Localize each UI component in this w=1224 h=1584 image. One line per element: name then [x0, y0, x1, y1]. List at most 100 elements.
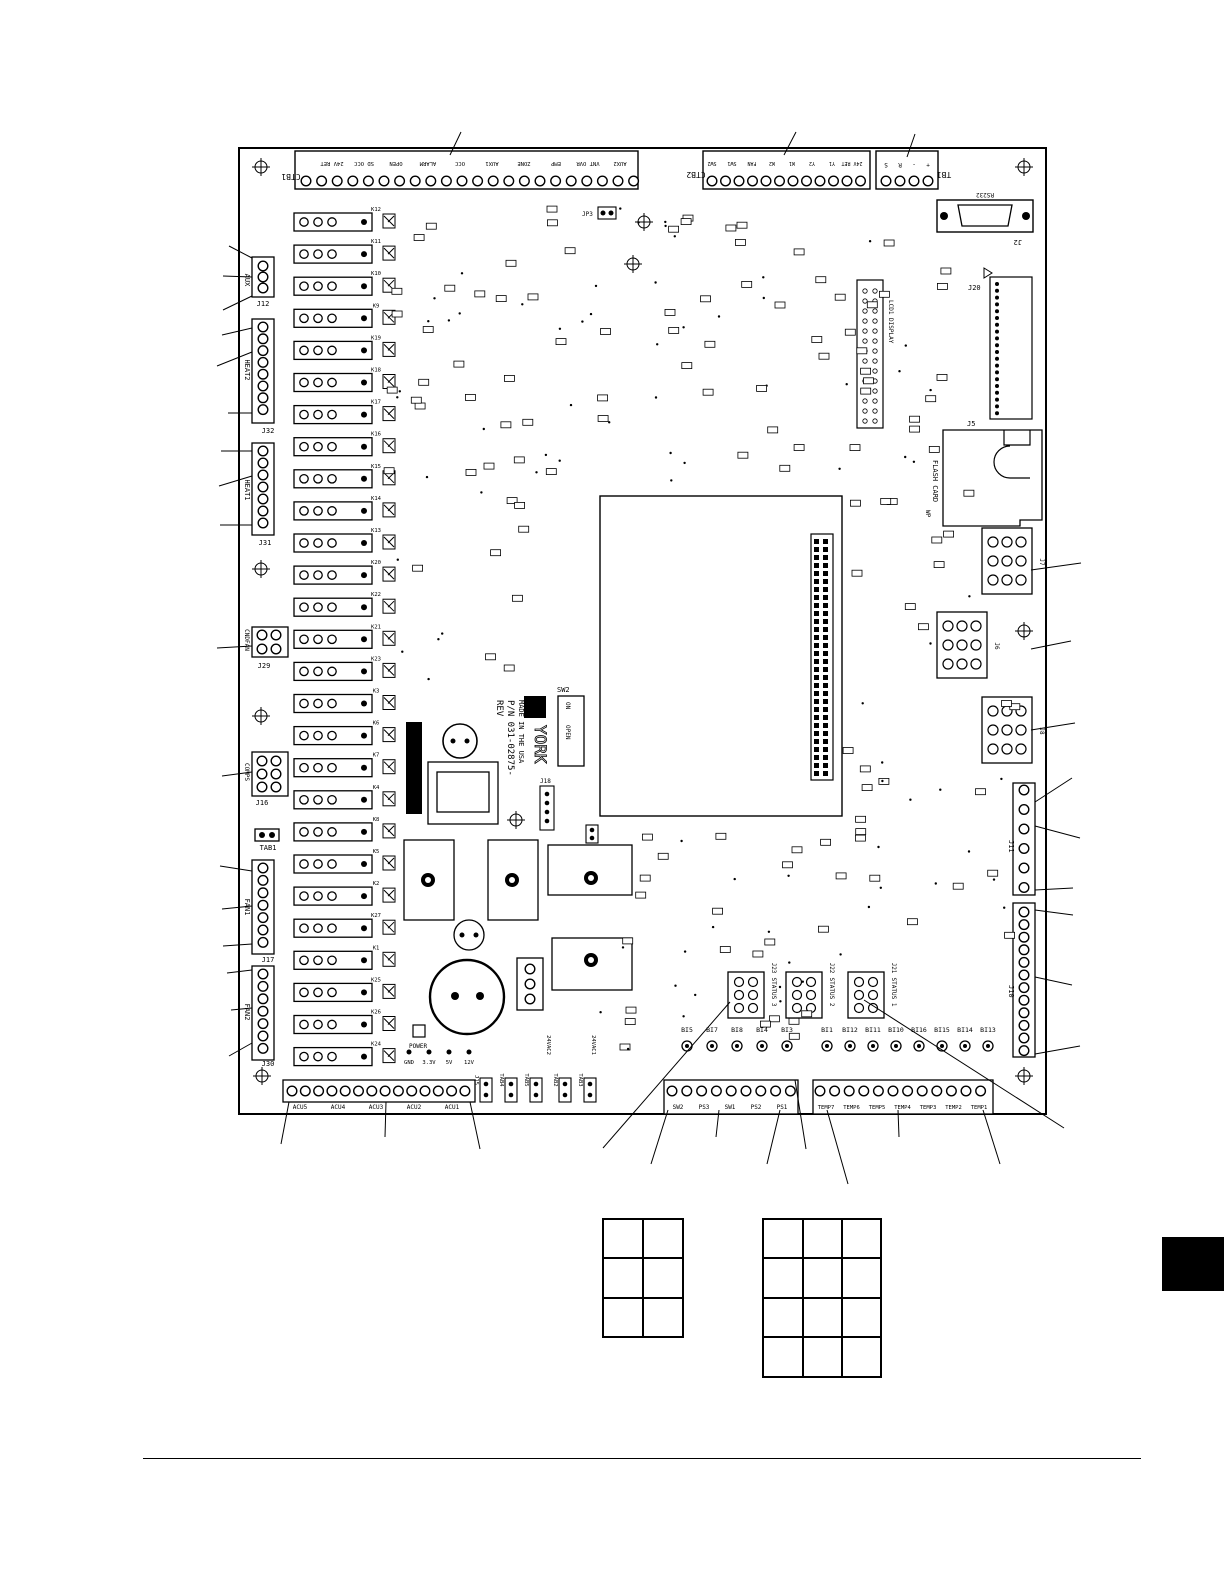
j20-pin — [995, 404, 999, 409]
tab-label: J15 — [473, 1075, 479, 1085]
j20-pin — [995, 377, 999, 382]
header-pin — [823, 643, 828, 648]
via — [861, 702, 864, 705]
tab-connector — [583, 1077, 597, 1103]
ctb1-terminal-label: EMP — [550, 160, 561, 166]
bi-led — [756, 1040, 768, 1052]
smd-part — [715, 832, 727, 840]
via — [939, 788, 942, 791]
smd-part — [851, 569, 863, 577]
smd-part — [764, 938, 776, 946]
smd-part — [975, 788, 986, 796]
header-pin — [814, 539, 819, 544]
smd-part — [680, 218, 692, 226]
sensor-pin — [987, 743, 999, 755]
relay-label: K23 — [371, 656, 381, 662]
via — [929, 388, 932, 392]
terminal-screw — [257, 1018, 269, 1030]
temp-label: TEMP7 — [818, 1105, 835, 1111]
york-rev: REV — [494, 700, 504, 717]
temp-label: TEMP1 — [971, 1105, 988, 1111]
flash-card-slot: FLASH CARD J5 WP — [924, 420, 1043, 527]
york-made: MADE IN THE USA — [517, 700, 525, 764]
header-pin — [814, 755, 819, 760]
tb1-terminal-label: - — [912, 161, 916, 168]
ctb1-terminal-label: OPEN — [389, 160, 402, 166]
ctb2-terminal-label: SW1 — [727, 160, 736, 166]
status-pin — [733, 1002, 745, 1014]
status-id: J22 — [828, 963, 835, 974]
acu-label: ACU1 — [445, 1104, 460, 1111]
terminal-screw — [257, 380, 269, 392]
legend-grid-2x3 — [602, 1218, 684, 1338]
heat1-label: HEAT1 — [243, 479, 251, 500]
jp2-jumper — [585, 824, 599, 844]
j20-pin — [995, 356, 999, 361]
terminal-screw — [440, 175, 452, 187]
terminal-screw — [326, 1085, 338, 1097]
terminal-screw — [257, 404, 269, 416]
header-pin — [814, 643, 819, 648]
j20-pin — [995, 282, 999, 286]
terminal-screw — [257, 1030, 269, 1042]
lcd-pin — [862, 328, 868, 334]
j20-pin — [995, 336, 999, 341]
header-pin — [823, 627, 828, 632]
smd-part — [547, 219, 558, 227]
status-pin — [747, 1002, 759, 1014]
header-pin — [823, 707, 828, 712]
terminal-screw — [814, 1085, 826, 1097]
terminal-screw — [257, 517, 269, 529]
terminal-screw — [257, 887, 269, 899]
via — [778, 985, 782, 989]
header-pin — [823, 603, 828, 608]
terminal-screw — [1018, 1007, 1030, 1019]
header-pin — [823, 571, 828, 576]
via — [1003, 906, 1006, 909]
j29-label: J29 — [258, 662, 271, 670]
smd-part — [668, 326, 680, 334]
rail-pad — [406, 1049, 412, 1055]
terminal-screw — [419, 1085, 431, 1097]
header-pin — [823, 555, 828, 560]
ctb1-terminal-label: VNT OVR — [576, 160, 600, 166]
j30-label: J30 — [262, 1060, 275, 1068]
lcd-pin — [872, 288, 878, 294]
terminal-screw — [902, 1085, 914, 1097]
terminal-screw — [696, 1085, 708, 1097]
j20-pin — [995, 295, 999, 300]
bi-label: BI12 — [842, 1026, 858, 1034]
smd-part — [818, 352, 830, 360]
header-pin — [823, 771, 828, 776]
status-pin — [867, 989, 879, 1001]
via — [569, 403, 573, 407]
bi-label: BI16 — [911, 1026, 927, 1034]
terminal-screw — [257, 505, 269, 517]
j5-label: J5 — [967, 420, 975, 428]
via — [733, 877, 736, 881]
tab-label: TAB3 — [577, 1073, 583, 1086]
via — [544, 453, 548, 457]
sw2-on: ON — [564, 702, 571, 710]
status-pin — [733, 989, 745, 1001]
tab-label: TAB4 — [498, 1073, 504, 1087]
rs232-label: RS232 — [976, 191, 994, 198]
smd-part — [860, 387, 872, 395]
acu-label: ACU5 — [293, 1104, 308, 1111]
terminal-screw — [257, 392, 269, 404]
via — [767, 930, 771, 933]
sensor-pin — [987, 555, 999, 567]
terminal-screw — [425, 175, 437, 187]
smd-part — [657, 852, 669, 860]
bi-led — [982, 1040, 994, 1052]
status-id: J23 — [770, 963, 777, 974]
tab-connector — [558, 1077, 572, 1103]
header-pin — [814, 771, 819, 776]
via — [558, 327, 562, 330]
terminal-screw — [801, 175, 812, 187]
terminal-screw — [257, 356, 269, 368]
header-pin — [823, 563, 828, 568]
header-pin — [814, 627, 819, 632]
smd-part — [518, 525, 530, 533]
terminal-screw — [339, 1085, 351, 1097]
